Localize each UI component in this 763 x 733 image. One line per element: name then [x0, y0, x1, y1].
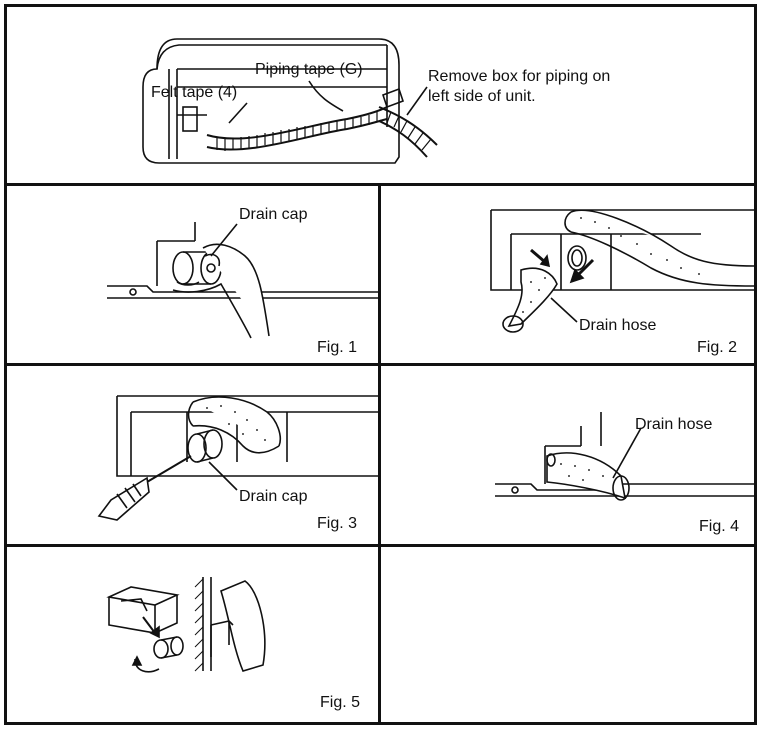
- fig-1-remove-drain-cap-illustration: [107, 222, 378, 339]
- fig-5-caption: Fig. 5: [320, 694, 361, 711]
- fig-4-label-drain-hose: Drain hose: [635, 416, 713, 433]
- panel-fig-1: Drain cap Fig. 1: [7, 186, 378, 363]
- panel-fig-4: Drain hose Fig. 4: [381, 366, 754, 544]
- fig-3-caption: Fig. 3: [317, 515, 358, 532]
- label-felt-tape: Felt tape (4): [151, 84, 238, 101]
- panel-fig-5: Fig. 5: [7, 547, 378, 722]
- indoor-unit-illustration: [142, 38, 438, 164]
- fig-4-drain-hose-installed-illustration: [495, 412, 754, 501]
- fig-2-attach-drain-hose-illustration: [490, 209, 754, 333]
- panel-empty: [381, 547, 754, 722]
- fig-5-box-removal-illustration: [106, 577, 266, 673]
- fig-4-caption: Fig. 4: [699, 518, 740, 535]
- fig-2-label-drain-hose: Drain hose: [579, 317, 657, 334]
- label-piping-tape: Piping tape (G): [255, 61, 363, 78]
- fig-3-label-drain-cap: Drain cap: [239, 488, 308, 505]
- panel-fig-2: Drain hose Fig. 2: [381, 186, 754, 363]
- fig-1-caption: Fig. 1: [317, 339, 358, 356]
- panel-piping-overview: Piping tape (G) Felt tape (4) Remove box…: [7, 7, 754, 183]
- fig-2-caption: Fig. 2: [697, 339, 738, 356]
- panel-fig-3: Drain cap Fig. 3: [7, 366, 378, 544]
- label-remove-box-line2: left side of unit.: [428, 88, 536, 105]
- fig-3-insert-drain-cap-illustration: [97, 395, 378, 521]
- fig-1-label-drain-cap: Drain cap: [239, 206, 308, 223]
- divider-column: [378, 183, 381, 725]
- label-remove-box-line1: Remove box for piping on: [428, 68, 611, 85]
